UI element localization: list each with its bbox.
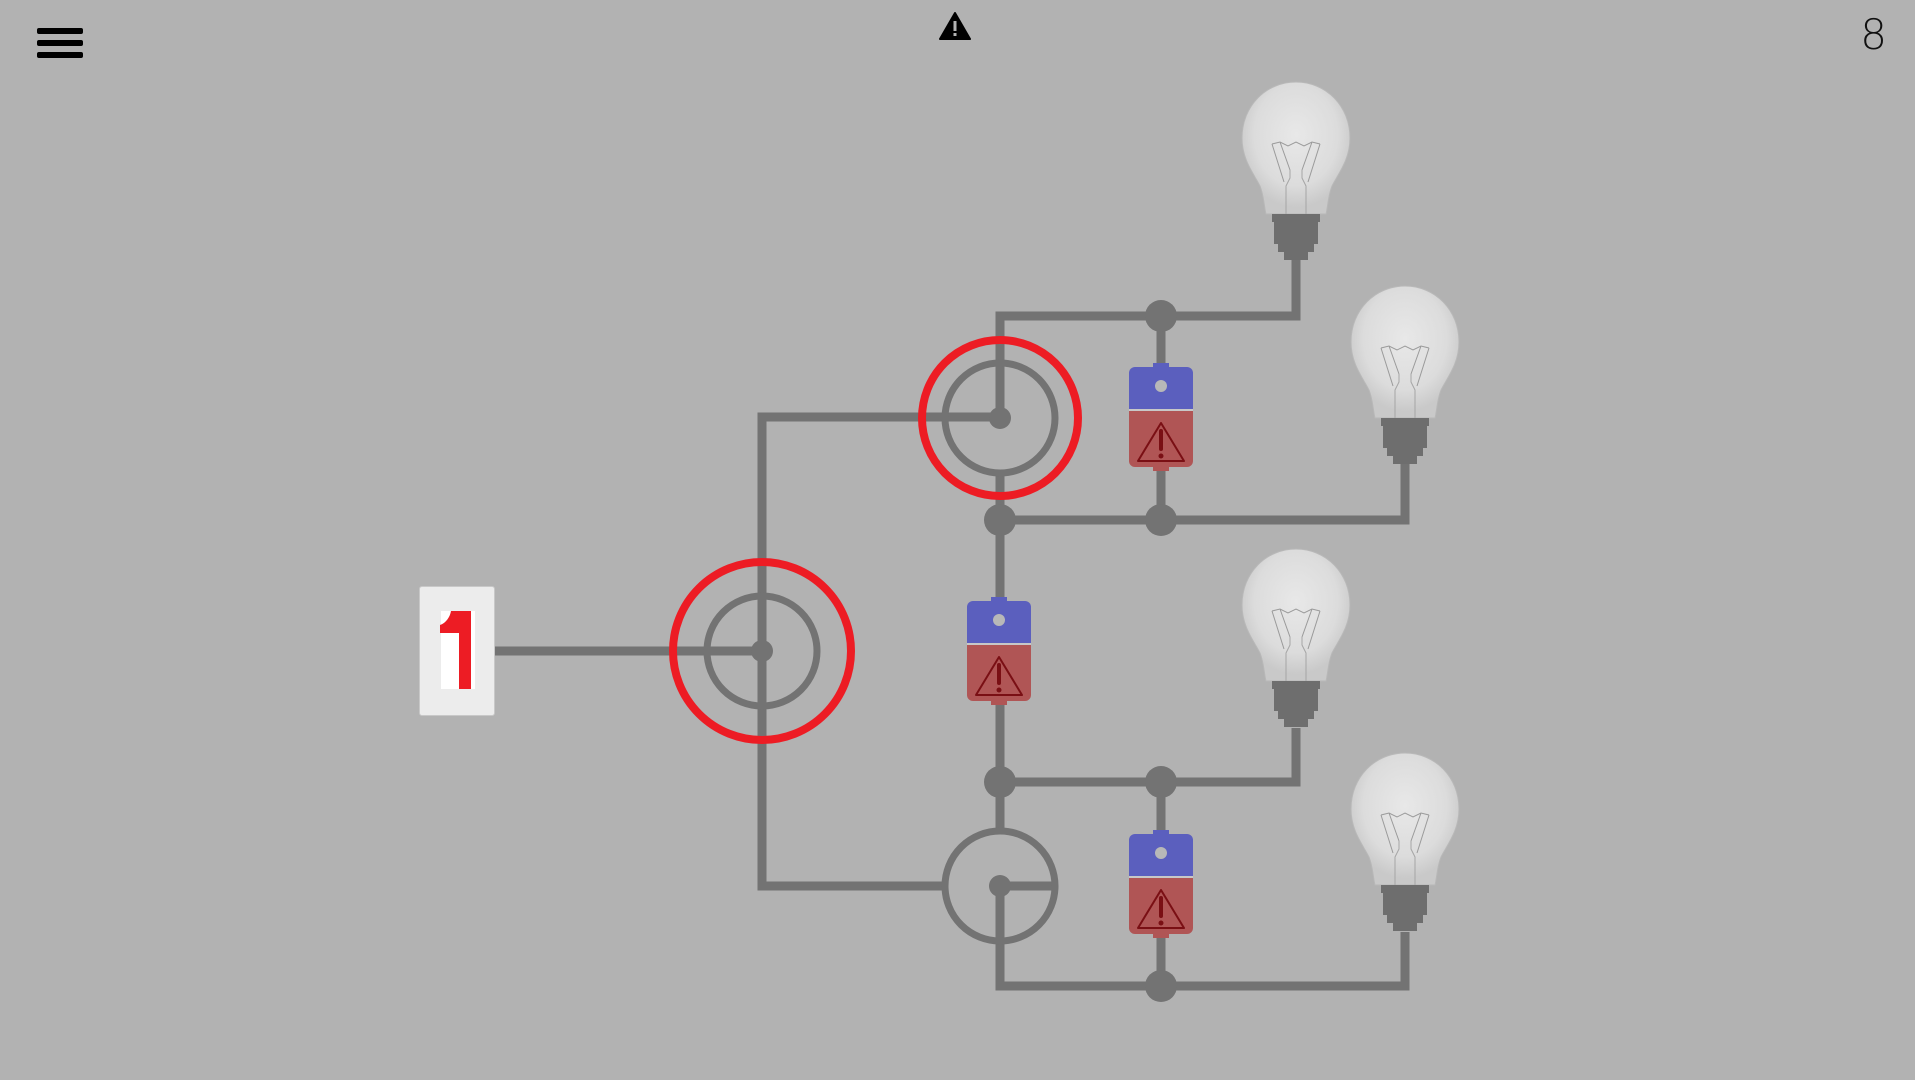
level-number: 8	[1860, 10, 1887, 59]
wire-main-to-upper	[757, 412, 1000, 651]
junction-dot	[984, 504, 1016, 536]
hamburger-line	[37, 40, 83, 46]
junction-dot	[984, 766, 1016, 798]
fuse-upper[interactable]	[1127, 361, 1195, 473]
fuse-lower[interactable]	[1127, 828, 1195, 940]
wire-lower-bottom	[995, 886, 1410, 991]
junction-dot	[1145, 504, 1177, 536]
selected-ring	[918, 336, 1082, 500]
hamburger-menu-icon	[37, 28, 83, 34]
fuse-middle[interactable]	[965, 595, 1033, 707]
selected-ring	[669, 558, 855, 744]
power-source[interactable]: 1	[419, 586, 495, 716]
bulb-4	[1350, 752, 1460, 932]
main-switch[interactable]	[669, 558, 855, 744]
junction-dot	[1145, 300, 1177, 332]
bulb-1	[1241, 81, 1351, 261]
hamburger-line	[37, 52, 83, 58]
junction-dot	[1145, 970, 1177, 1002]
wire-main-to-lower	[757, 651, 945, 891]
lower-switch[interactable]	[941, 827, 1059, 945]
junctions	[984, 300, 1177, 1002]
junction-dot	[1145, 766, 1177, 798]
power-digit-glyph: 1	[440, 611, 475, 689]
warning-triangle-icon	[939, 12, 971, 40]
menu-button[interactable]	[37, 28, 83, 60]
bulb-2	[1350, 285, 1460, 465]
bulb-3	[1241, 548, 1351, 728]
upper-switch[interactable]	[918, 336, 1082, 500]
wire-lower-top	[1000, 728, 1301, 787]
